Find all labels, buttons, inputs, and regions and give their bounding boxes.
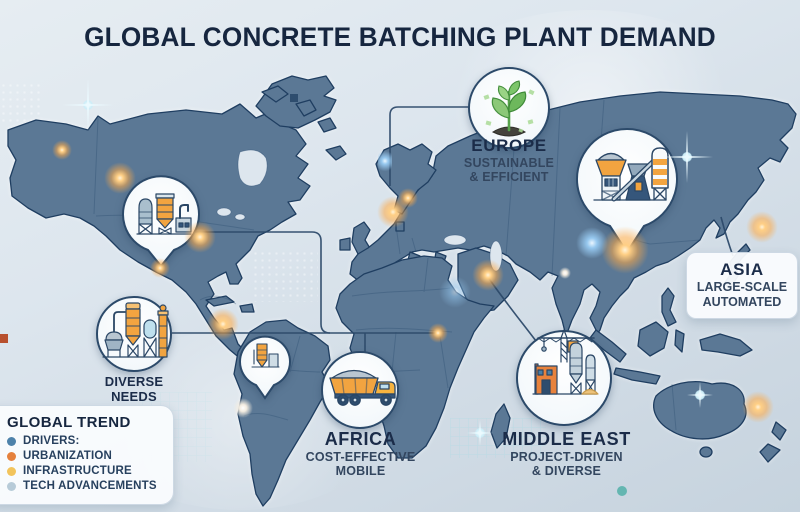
seedling-icon: [483, 80, 535, 137]
legend-item-label: TECH ADVANCEMENTS: [23, 480, 157, 492]
connector-europe: [389, 106, 469, 186]
islands-newzealand: [759, 421, 787, 463]
north-america-label-line1: DIVERSE: [104, 374, 164, 389]
islands-arctic: [261, 85, 337, 133]
callout-europe: EUROPE SUSTAINABLE & EFFICIENT: [444, 136, 574, 184]
mini-plant-icon: [251, 343, 280, 368]
legend-dot-lightblue: [7, 481, 16, 491]
island-iceland: [325, 145, 347, 161]
middle-east-sub-line1: PROJECT-DRIVEN: [510, 449, 623, 464]
islands-caribbean: [205, 295, 255, 313]
africa-sub-line1: COST-EFFECTIVE: [305, 449, 416, 464]
asia-sub-line1: LARGE-SCALE: [696, 280, 788, 295]
page-title: GLOBAL CONCRETE BATCHING PLANT DEMAND: [84, 22, 716, 52]
legend-item-infrastructure: INFRASTRUCTURE: [7, 465, 165, 477]
legend-item-label: INFRASTRUCTURE: [23, 465, 132, 477]
island-britain: [339, 221, 372, 255]
callout-africa: AFRICA COST-EFFECTIVE MOBILE: [288, 429, 433, 478]
europe-sub-line2: & EFFICIENT: [469, 169, 549, 184]
middle-east-sub-line2: & DIVERSE: [531, 464, 602, 479]
global-trend-legend: GLOBAL TREND DRIVERS: URBANIZATION INFRA…: [0, 405, 174, 505]
legend-item-drivers: DRIVERS:: [7, 435, 165, 447]
islands-southeast-asia: [589, 287, 753, 385]
legend-dot-yellow: [7, 466, 16, 476]
island-madagascar: [490, 403, 511, 449]
africa-sub-line2: MOBILE: [335, 464, 386, 479]
legend-item-label: DRIVERS:: [23, 435, 80, 447]
asia-sub-line2: AUTOMATED: [702, 294, 782, 309]
callout-middle-east: MIDDLE EAST PROJECT-DRIVEN & DIVERSE: [494, 429, 639, 478]
callout-asia-card: ASIA LARGE-SCALE AUTOMATED: [686, 252, 798, 319]
middle-east-title: MIDDLE EAST: [502, 429, 631, 449]
legend-dot-blue: [7, 436, 16, 446]
europe-sub-line1: SUSTAINABLE: [463, 155, 555, 170]
inland-seas: [216, 149, 503, 272]
batching-silos-icon: [136, 193, 192, 235]
crane-construction-icon: [532, 329, 599, 395]
legend-title: GLOBAL TREND: [7, 414, 131, 431]
dump-truck-icon: [329, 369, 396, 406]
legend-item-label: URBANIZATION: [23, 450, 113, 462]
island-tasmania: [699, 446, 713, 458]
legend-item-urbanization: URBANIZATION: [7, 450, 165, 462]
africa-title: AFRICA: [324, 429, 397, 449]
asia-title: ASIA: [720, 260, 764, 279]
north-america-label-line2: NEEDS: [111, 388, 157, 404]
legend-dot-orange: [7, 451, 16, 461]
batching-plant-icon: [593, 147, 669, 202]
continent-australia: [653, 381, 747, 440]
europe-title: EUROPE: [471, 136, 547, 155]
legend-item-tech: TECH ADVANCEMENTS: [7, 480, 165, 492]
industrial-plant-icon: [102, 302, 169, 358]
callout-north-america: DIVERSE NEEDS: [84, 374, 184, 405]
connector-na-pin: [195, 231, 331, 334]
